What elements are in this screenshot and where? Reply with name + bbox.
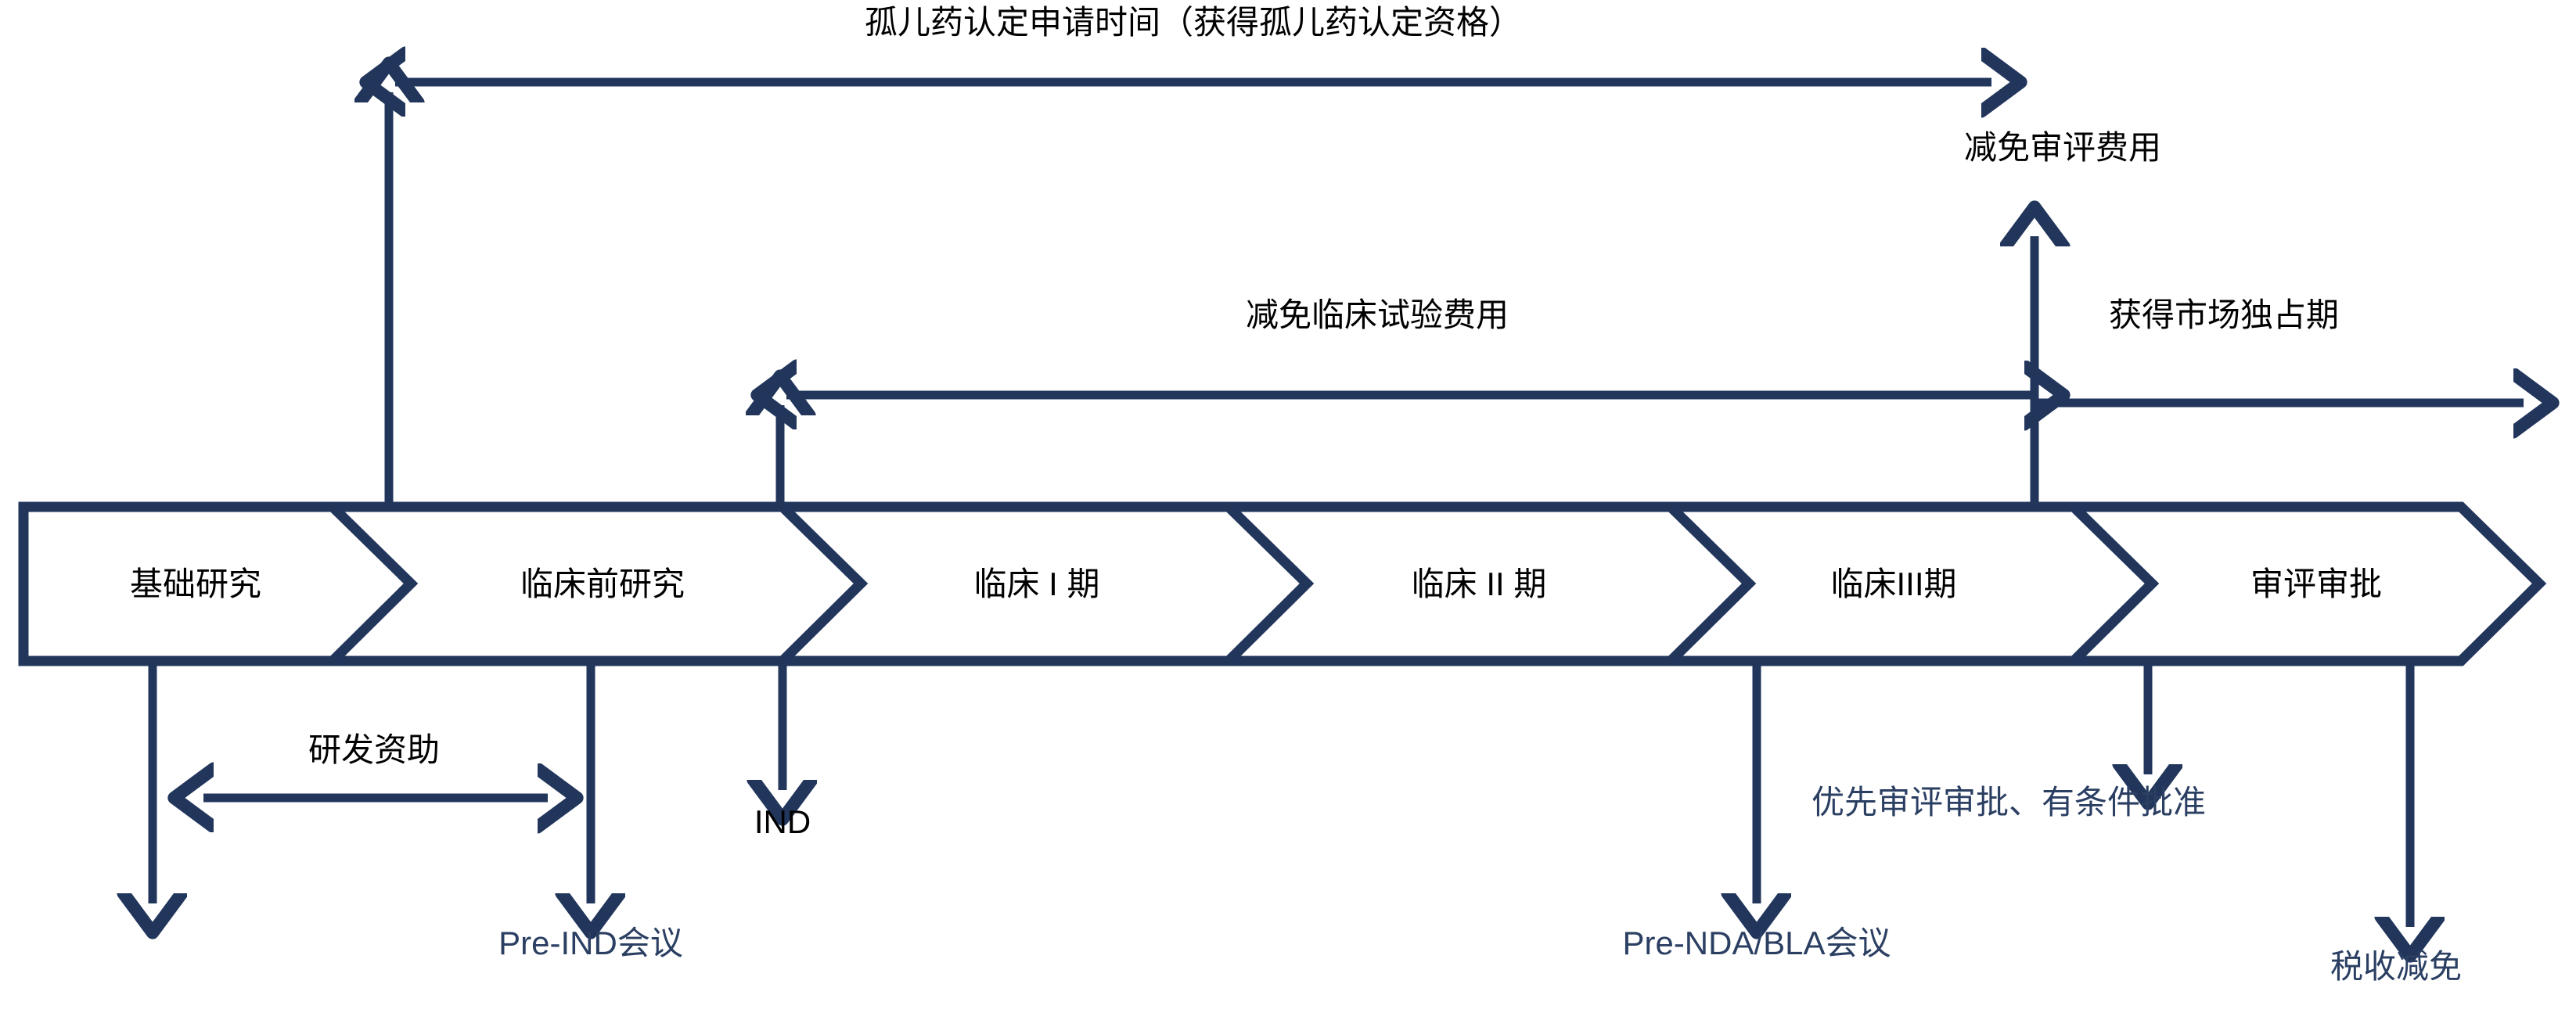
stage-label-preclinical: 临床前研究 <box>520 566 685 602</box>
stage-divider-3 <box>1225 503 1315 665</box>
stage-label-phase-3: 临床III期 <box>1830 566 1957 602</box>
orphan-designation-label: 孤儿药认定申请时间（获得孤儿药认定资格） <box>864 4 1523 41</box>
stage-label-phase-2: 临床 II 期 <box>1411 566 1547 602</box>
pre-ind-meeting-label: Pre-IND会议 <box>498 925 683 961</box>
process-bar-dividers <box>329 503 2160 665</box>
ind-label: IND <box>754 803 811 840</box>
clinical-fee-waiver-label: 减免临床试验费用 <box>1245 296 1509 333</box>
stage-divider-1 <box>329 503 419 665</box>
stage-divider-4 <box>1667 503 1757 665</box>
stage-label-review-approval: 审评审批 <box>2250 566 2383 602</box>
rd-funding-group <box>153 661 591 903</box>
tax-credit-label: 税收减免 <box>2330 948 2463 985</box>
stage-divider-5 <box>2070 503 2160 665</box>
market-exclusivity-label: 获得市场独占期 <box>2108 296 2340 333</box>
priority-review-label: 优先审评审批、有条件批准 <box>1811 784 2207 821</box>
stage-label-phase-1: 临床 I 期 <box>973 566 1100 602</box>
stage-label-basic-research: 基础研究 <box>129 566 262 602</box>
orphan-designation-arrow <box>389 82 1991 507</box>
review-fee-waiver-label: 减免审评费用 <box>1963 129 2162 166</box>
clinical-fee-waiver-arrow <box>780 395 2035 507</box>
pre-nda-bla-meeting-label: Pre-NDA/BLA会议 <box>1622 925 1891 961</box>
process-bar-outline <box>18 501 2547 666</box>
rd-funding-label: 研发资助 <box>308 731 441 768</box>
stage-divider-2 <box>779 503 869 665</box>
